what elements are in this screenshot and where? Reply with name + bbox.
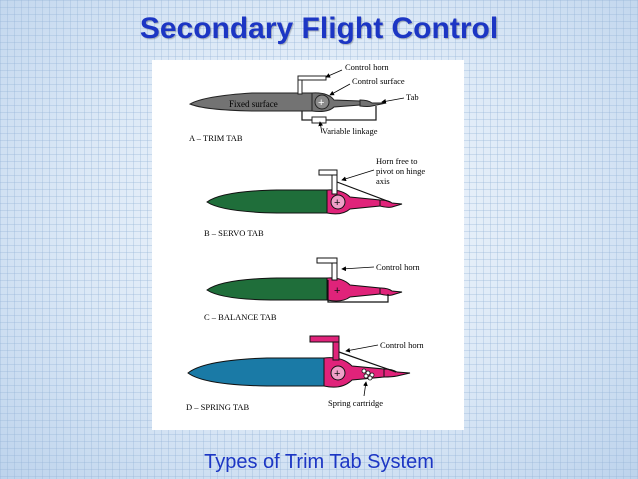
balance-fixed-airfoil	[206, 277, 328, 301]
balance-hinge-plus-icon: +	[334, 285, 340, 297]
spring-fixed-airfoil	[187, 357, 325, 387]
spring-horn-leader	[345, 344, 379, 353]
servo-horn-note-line-2: pivot on hinge	[376, 166, 425, 176]
balance-tab-diagram: + Control horn C – BALANCE TAB	[204, 257, 420, 322]
control-surface-leader	[329, 83, 351, 96]
trim-tab	[359, 99, 387, 107]
servo-tab	[379, 199, 403, 208]
linkage-sleeve	[311, 116, 327, 124]
trim-tab-diagrams: Fixed surface + Control horn Control sur…	[186, 62, 427, 412]
balance-tab	[379, 287, 403, 296]
variable-linkage-label: Variable linkage	[322, 126, 378, 136]
spring-tab-diagram: + Control horn Spring cartridge D – SPRI…	[186, 335, 424, 412]
variable-linkage-leader	[318, 121, 324, 134]
servo-horn-note-line-1: Horn free to	[376, 156, 418, 166]
spring-horn-label: Control horn	[380, 340, 424, 350]
servo-linkage	[336, 181, 391, 203]
balance-linkage	[327, 280, 389, 303]
balance-horn-leader	[341, 266, 375, 272]
spring-hinge-point	[330, 365, 346, 381]
spring-hinge-plus-icon: +	[334, 368, 340, 380]
variable-linkage	[301, 106, 377, 121]
tab-leader	[381, 97, 405, 104]
spring-horn-arm	[309, 335, 340, 343]
servo-horn-note-line-3: axis	[376, 176, 390, 186]
trim-tab-caption: A – TRIM TAB	[189, 133, 243, 143]
slide-title: Secondary Flight Control	[139, 12, 499, 45]
control-horn-arm	[297, 75, 327, 81]
slide-caption: Types of Trim Tab System	[204, 451, 434, 473]
spring-tab-caption: D – SPRING TAB	[186, 402, 249, 412]
servo-hinge-plus-icon: +	[334, 197, 340, 209]
spring-cartridge-leader	[363, 381, 368, 397]
balance-horn-arm	[316, 257, 338, 264]
fixed-surface-label: Fixed surface	[229, 99, 278, 109]
spring-cartridge-label: Spring cartridge	[328, 398, 383, 408]
servo-horn-leader	[341, 169, 375, 182]
spring-cartridge	[361, 368, 375, 381]
balance-tab-caption: C – BALANCE TAB	[204, 312, 277, 322]
spring-tab	[383, 368, 411, 378]
hinge-plus-icon: +	[318, 97, 324, 109]
servo-horn-note: Horn free to pivot on hinge axis	[376, 156, 427, 186]
control-horn-leader	[325, 69, 343, 78]
control-horn-label: Control horn	[345, 62, 389, 72]
spring-linkage	[338, 351, 397, 373]
balance-horn-label: Control horn	[376, 262, 420, 272]
trim-tab-diagram: Fixed surface + Control horn Control sur…	[188, 62, 419, 143]
hinge-point	[314, 94, 330, 110]
servo-fixed-airfoil	[206, 189, 328, 214]
diagram-panel: Fixed surface + Control horn Control sur…	[152, 60, 464, 430]
servo-hinge-point	[330, 194, 346, 210]
servo-horn-arm	[318, 169, 338, 176]
servo-tab-diagram: + Horn free to pivot on hinge axis B – S…	[204, 156, 427, 238]
servo-tab-caption: B – SERVO TAB	[204, 228, 264, 238]
tab-label: Tab	[406, 92, 419, 102]
control-surface-label: Control surface	[352, 76, 405, 86]
